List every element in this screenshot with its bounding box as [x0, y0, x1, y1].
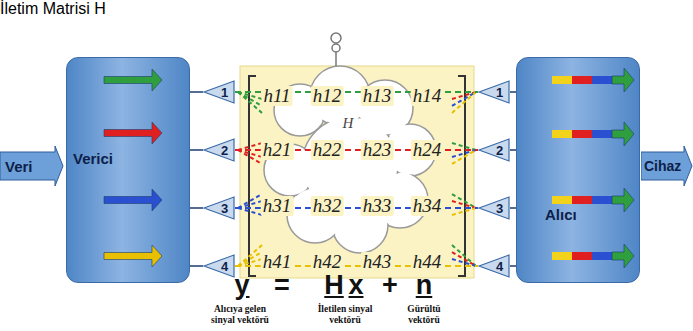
antenna-triangle — [204, 81, 234, 103]
antenna-shape — [203, 196, 235, 220]
rx-antenna: 3 — [478, 196, 510, 220]
arrow-body — [0, 146, 63, 186]
matrix-entry: h12 — [311, 86, 344, 106]
vector-caption: Gürültü vektörü — [400, 304, 448, 326]
node-label: 2 — [221, 143, 228, 158]
antenna-symbol — [331, 33, 341, 43]
feed-line — [190, 91, 203, 93]
transmitter-panel: Verici — [66, 57, 190, 283]
channel-symbol: H — [342, 115, 355, 131]
vector-caption: Alıcıya gelen sinyal vektörü — [203, 304, 277, 326]
matrix-entry: h14 — [411, 86, 444, 106]
feed-line — [190, 207, 203, 209]
multipath-stubs — [238, 92, 476, 266]
output-arrow: Cihaz — [641, 146, 693, 186]
antenna-shape — [478, 80, 510, 104]
equation-symbol: y — [234, 270, 249, 300]
antenna-triangle — [204, 139, 234, 161]
tx-antenna: 4 — [203, 254, 235, 278]
matrix-entry: h34 — [411, 196, 444, 216]
antenna-triangle — [204, 197, 234, 219]
antenna-shape — [203, 138, 235, 162]
tx-antenna: 2 — [203, 138, 235, 162]
matrix-entry: h22 — [311, 140, 344, 160]
matrix-entry: h41 — [261, 252, 294, 272]
matrix-entry: h23 — [361, 140, 394, 160]
path-stub — [238, 92, 262, 106]
path-stub — [452, 245, 476, 266]
path-stub — [238, 150, 262, 164]
equation-symbol: n — [416, 270, 433, 300]
matrix-entry: h13 — [361, 86, 394, 106]
node-label: Veri — [5, 158, 33, 175]
path-stub — [452, 92, 476, 113]
node-label: 4 — [221, 259, 228, 274]
matrix-entry: h33 — [361, 196, 394, 216]
matrix-entry: h32 — [311, 196, 344, 216]
path-stub — [238, 194, 262, 208]
antenna-shape — [478, 138, 510, 162]
antenna-shape — [203, 254, 235, 278]
matrix-entry: h31 — [261, 196, 294, 216]
antenna-symbol — [332, 44, 340, 52]
matrix-entry: h24 — [411, 140, 444, 160]
antenna-triangle — [479, 255, 509, 277]
feed-line — [190, 149, 203, 151]
equation-symbol: H — [324, 270, 344, 300]
node-label: 1 — [496, 85, 503, 100]
antenna-shape — [203, 80, 235, 104]
antenna-triangle — [204, 255, 234, 277]
antenna-triangle — [479, 197, 509, 219]
path-stub — [238, 252, 262, 266]
antenna-mast — [335, 52, 337, 66]
node-label: 3 — [221, 201, 228, 216]
feed-line — [190, 265, 203, 267]
matrix-background — [240, 66, 474, 278]
node-label: 1 — [221, 85, 228, 100]
rx-antenna: 4 — [478, 254, 510, 278]
antenna-shape — [478, 254, 510, 278]
input-arrow: Veri — [0, 146, 64, 186]
antenna-triangle — [479, 81, 509, 103]
matrix-entry: h42 — [311, 252, 344, 272]
antenna-triangle — [479, 139, 509, 161]
node-label: 2 — [496, 143, 503, 158]
matrix-entry: h21 — [261, 140, 294, 160]
receiver-panel: Alıcı — [516, 57, 640, 283]
path-stub — [452, 194, 476, 208]
node-label: Alıcı — [545, 206, 577, 223]
path-stub — [452, 150, 476, 164]
rx-antenna: 2 — [478, 138, 510, 162]
equation-symbol: x — [348, 270, 363, 300]
antenna-shape — [478, 196, 510, 220]
node-label: Verici — [73, 150, 113, 167]
path-stub — [452, 92, 476, 106]
node-label: 3 — [496, 201, 503, 216]
vector-caption: İletilen sinyal vektörü — [311, 304, 379, 326]
tx-antenna: 3 — [203, 196, 235, 220]
path-stub — [452, 252, 476, 266]
node-label: Cihaz — [644, 158, 681, 174]
title-box: İletim Matrisi H — [0, 0, 693, 18]
equation-symbol: + — [382, 270, 398, 300]
title-text: İletim Matrisi H — [0, 0, 106, 17]
matrix-entry: h11 — [261, 86, 292, 106]
rx-antenna: 1 — [478, 80, 510, 104]
tx-antenna: 1 — [203, 80, 235, 104]
arrow-body — [641, 146, 692, 186]
node-label: 4 — [496, 259, 503, 274]
matrix-entry: h43 — [361, 252, 394, 272]
path-stub — [238, 245, 262, 266]
path-stub — [238, 92, 262, 113]
equation-symbol: = — [274, 270, 290, 300]
matrix-entry: h44 — [411, 252, 444, 272]
